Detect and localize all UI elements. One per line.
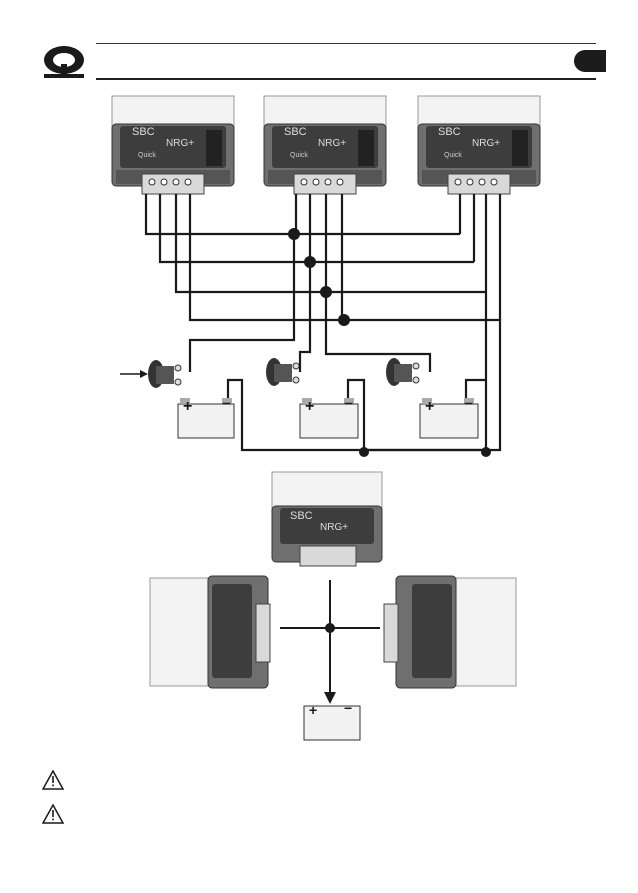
battery-2-minus: − — [344, 396, 354, 413]
warning-triangle-icon — [42, 804, 64, 824]
model-label-2: SBC — [284, 126, 307, 138]
page-tab-icon — [574, 50, 606, 72]
model-label-1: SBC — [132, 126, 155, 138]
brand-label-2: Quick — [290, 152, 308, 159]
battery-3 — [419, 398, 479, 439]
wire-bundle — [144, 194, 502, 452]
battery-switch-2 — [265, 357, 300, 387]
battery-1-plus: + — [183, 398, 193, 415]
charger-side-left — [149, 575, 271, 689]
brand-label-3: Quick — [444, 152, 462, 159]
quick-logo-icon — [44, 46, 84, 78]
battery-bottom — [303, 705, 361, 741]
header-rule-bottom — [96, 78, 596, 80]
battery-3-minus: − — [464, 396, 474, 413]
battery-2-plus: + — [305, 398, 315, 415]
product-label-2: NRG+ — [318, 138, 347, 149]
charger-top — [271, 471, 383, 567]
battery-switch-3 — [385, 357, 420, 387]
product-label-3: NRG+ — [472, 138, 501, 149]
charger-side-right — [383, 575, 517, 689]
battery-bottom-minus: − — [344, 700, 353, 716]
star-junction-dot — [325, 623, 335, 633]
junction-dots — [288, 228, 491, 457]
model-label-3: SBC — [438, 126, 461, 138]
battery-3-plus: + — [425, 398, 435, 415]
header-rule-top — [96, 43, 596, 44]
product-label-1: NRG+ — [166, 138, 195, 149]
warning-triangle-icon — [42, 770, 64, 790]
battery-1-minus: − — [222, 396, 232, 413]
battery-switch-1 — [147, 359, 182, 389]
model-label-top: SBC — [290, 510, 313, 522]
battery-1 — [177, 398, 235, 439]
star-wires — [280, 580, 380, 694]
product-label-top: NRG+ — [320, 522, 349, 533]
battery-2 — [299, 398, 359, 439]
battery-bottom-plus: + — [309, 702, 318, 718]
brand-label-1: Quick — [138, 152, 156, 159]
